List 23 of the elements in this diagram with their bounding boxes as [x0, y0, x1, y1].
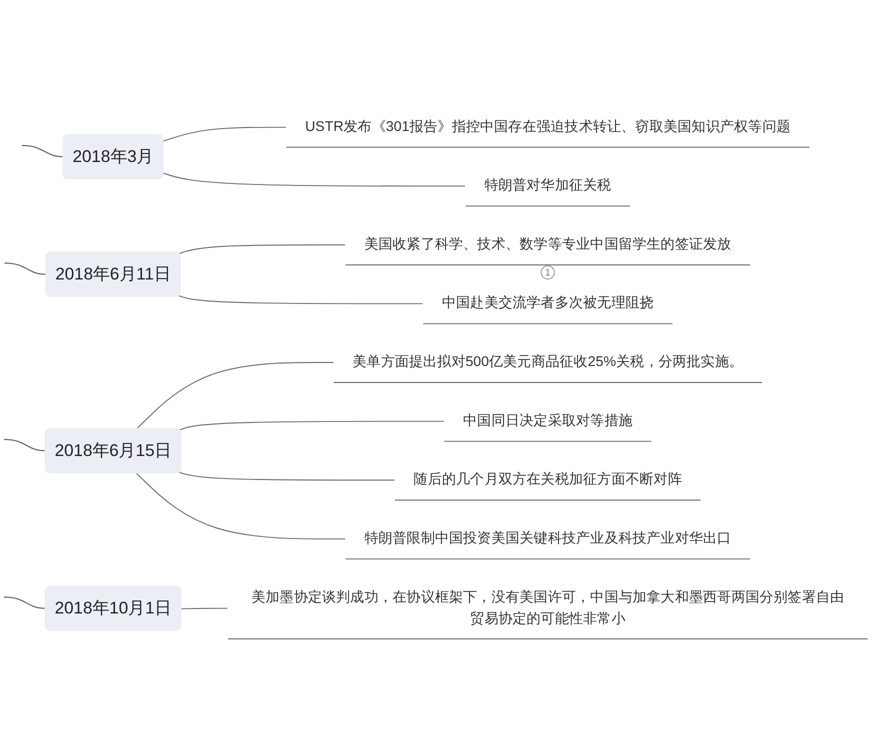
connector: [136, 472, 346, 540]
connector-line: [4, 262, 46, 275]
connector: [178, 420, 445, 430]
node-text: 特朗普对华加征关税: [484, 177, 612, 194]
connector: [178, 472, 396, 480]
connector-line: [22, 144, 64, 158]
node-text: 美国收紧了科学、技术、数学等专业中国留学生的签证发放: [364, 236, 732, 252]
connector-line: [4, 438, 46, 452]
node-text: 随后的几个月双方在关税加征方面不断对阵: [414, 471, 682, 488]
node-text: 美加墨协定谈判成功，在协议框架下，没有美国许可，中国与加拿大和墨西哥两国分别签署自由贸易协定的可能性非常小: [251, 588, 844, 626]
connector: [162, 126, 287, 142]
connector-line: [4, 596, 46, 609]
node-text: USTR发布《301报告》指控中国存在强迫技术转让、窃取美国知识产权等问题: [305, 118, 790, 134]
node-text: 中国同日决定采取对等措施: [463, 412, 632, 429]
node-text: 美单方面提出拟对500亿美元商品征收25%关税，分两批实施。: [352, 354, 744, 370]
connector: [162, 172, 466, 186]
node-text: 中国赴美交流学者多次被无理阻挠: [442, 294, 654, 311]
connector: [178, 244, 346, 254]
connector: [178, 295, 424, 304]
collapsed-count-marker: 1: [540, 265, 555, 280]
connector: [136, 362, 334, 430]
node-text: 特朗普限制中国投资美国关键科技产业及科技产业对华出口: [364, 530, 732, 546]
connector: [180, 608, 228, 610]
